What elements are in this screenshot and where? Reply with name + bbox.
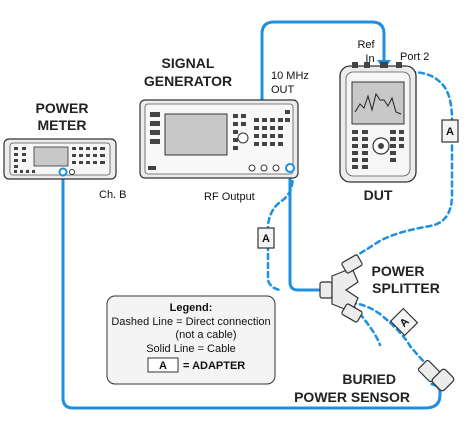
ref-in-label-line2: In [365,53,374,65]
dut-label: DUT [364,187,393,203]
legend-title: Legend: [170,302,213,314]
adapter-letter: A [446,126,454,138]
adapter-letter: A [262,233,270,245]
buried-label-line2: POWER SENSOR [294,389,410,405]
power-splitter [319,254,363,323]
signal-generator-label-line2: GENERATOR [144,73,232,89]
ref-in-label-line1: Ref [357,39,375,51]
signal-generator-label-line1: SIGNAL [162,55,215,71]
cable-10mhz-to-ref-in [260,20,386,102]
rf-output-label: RF Output [204,191,255,203]
power-splitter-label-line2: SPLITTER [372,280,440,296]
dut-display [351,81,405,125]
buried-label-line1: BURIED [342,371,396,387]
power-meter [3,138,117,180]
adapter-sensor: A [389,307,419,337]
dashed-rf-output-adapter [266,170,294,292]
port2-label: Port 2 [400,51,429,63]
ten-mhz-out-label-line2: OUT [271,84,295,96]
dashed-port2-to-splitter [343,70,454,264]
signal-generator-display [164,113,228,156]
power-meter-label-line2: METER [38,117,87,133]
adapter-port2: A [441,119,459,143]
signal-generator [139,99,299,179]
legend-solid-line: Solid Line = Cable [146,343,236,355]
adapter-rf-output: A [257,227,275,249]
buried-power-sensor [417,359,455,392]
legend-adapter-letter: A [159,360,167,372]
power-splitter-label-line1: POWER [372,263,425,279]
ch-b-label: Ch. B [99,189,127,201]
power-meter-label-line1: POWER [36,100,89,116]
cable-rf-output-to-splitter [288,158,324,292]
ten-mhz-out-label-line1: 10 MHz [271,70,309,82]
dashed-splitter-to-sensor [340,301,432,370]
legend-box: Legend: Dashed Line = Direct connection … [106,295,276,385]
power-meter-channel-b-port [58,167,68,177]
power-meter-display [33,146,69,167]
legend-dashed-line: Dashed Line = Direct connection [111,316,270,328]
legend-dashed-line-2: (not a cable) [175,329,236,341]
dut-instrument [339,62,417,183]
legend-adapter-key: = ADAPTER [183,360,245,372]
signal-generator-rf-output-port [285,163,295,173]
